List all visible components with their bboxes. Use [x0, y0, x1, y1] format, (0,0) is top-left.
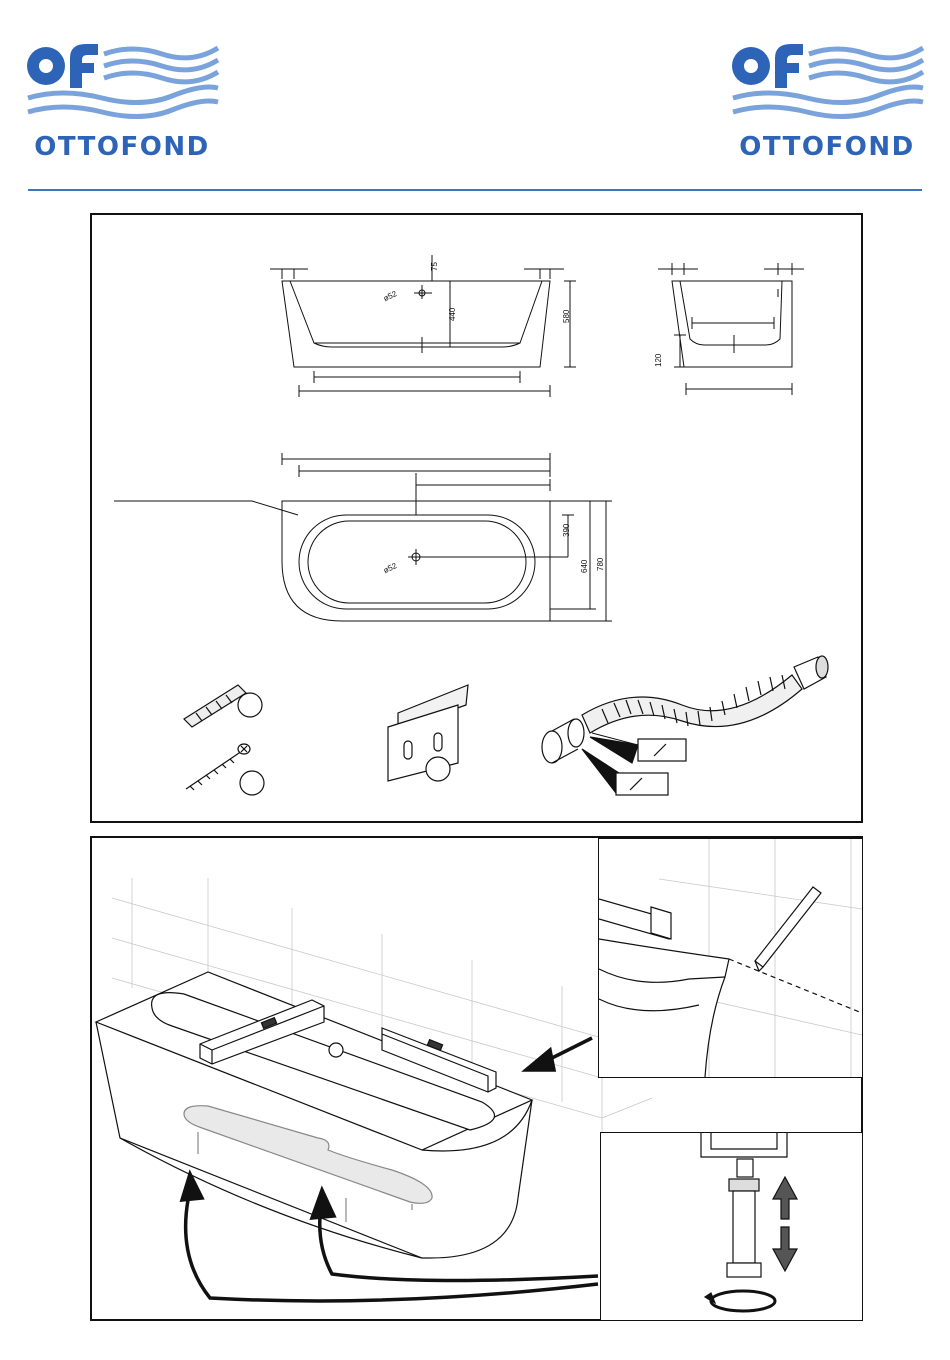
- brand-name-right: OTTOFOND: [727, 132, 927, 162]
- drain-hose-icon: [542, 656, 828, 795]
- rotate-arrow-icon: [705, 1291, 775, 1311]
- pencil-icon: [755, 887, 821, 971]
- tub-dimension-drawing: [92, 215, 861, 821]
- ottofond-emblem: [22, 36, 222, 132]
- dim-label-75: 75: [430, 262, 439, 271]
- wood-screw-icon: [186, 744, 264, 795]
- plan-view: [114, 453, 612, 621]
- dim-label-440: 440: [448, 308, 457, 321]
- wall-dowel-icon: [184, 685, 262, 727]
- brand-name-left: OTTOFOND: [22, 132, 222, 162]
- ottofond-logo-right: OTTOFOND: [727, 36, 927, 166]
- technical-drawing-panel: 75 440 580 120 390 640 780 ø52 ø52: [90, 213, 863, 823]
- ottofond-logo-left: OTTOFOND: [22, 36, 222, 166]
- header-divider: [28, 189, 922, 191]
- dim-label-780: 780: [596, 558, 605, 571]
- inset-wall-marking: [598, 838, 863, 1078]
- ottofond-emblem: [727, 36, 927, 132]
- installation-illustration-panel: [90, 836, 863, 1321]
- front-elevation: [270, 255, 576, 397]
- inset-adjustable-foot: [600, 1132, 863, 1321]
- side-elevation: [658, 263, 804, 395]
- dim-label-640: 640: [580, 560, 589, 573]
- dim-label-580: 580: [562, 310, 571, 323]
- dim-label-390: 390: [562, 524, 571, 537]
- mounting-bracket-icon: [388, 685, 468, 781]
- dim-label-120: 120: [654, 354, 663, 367]
- height-adjust-arrow-icon: [773, 1177, 797, 1271]
